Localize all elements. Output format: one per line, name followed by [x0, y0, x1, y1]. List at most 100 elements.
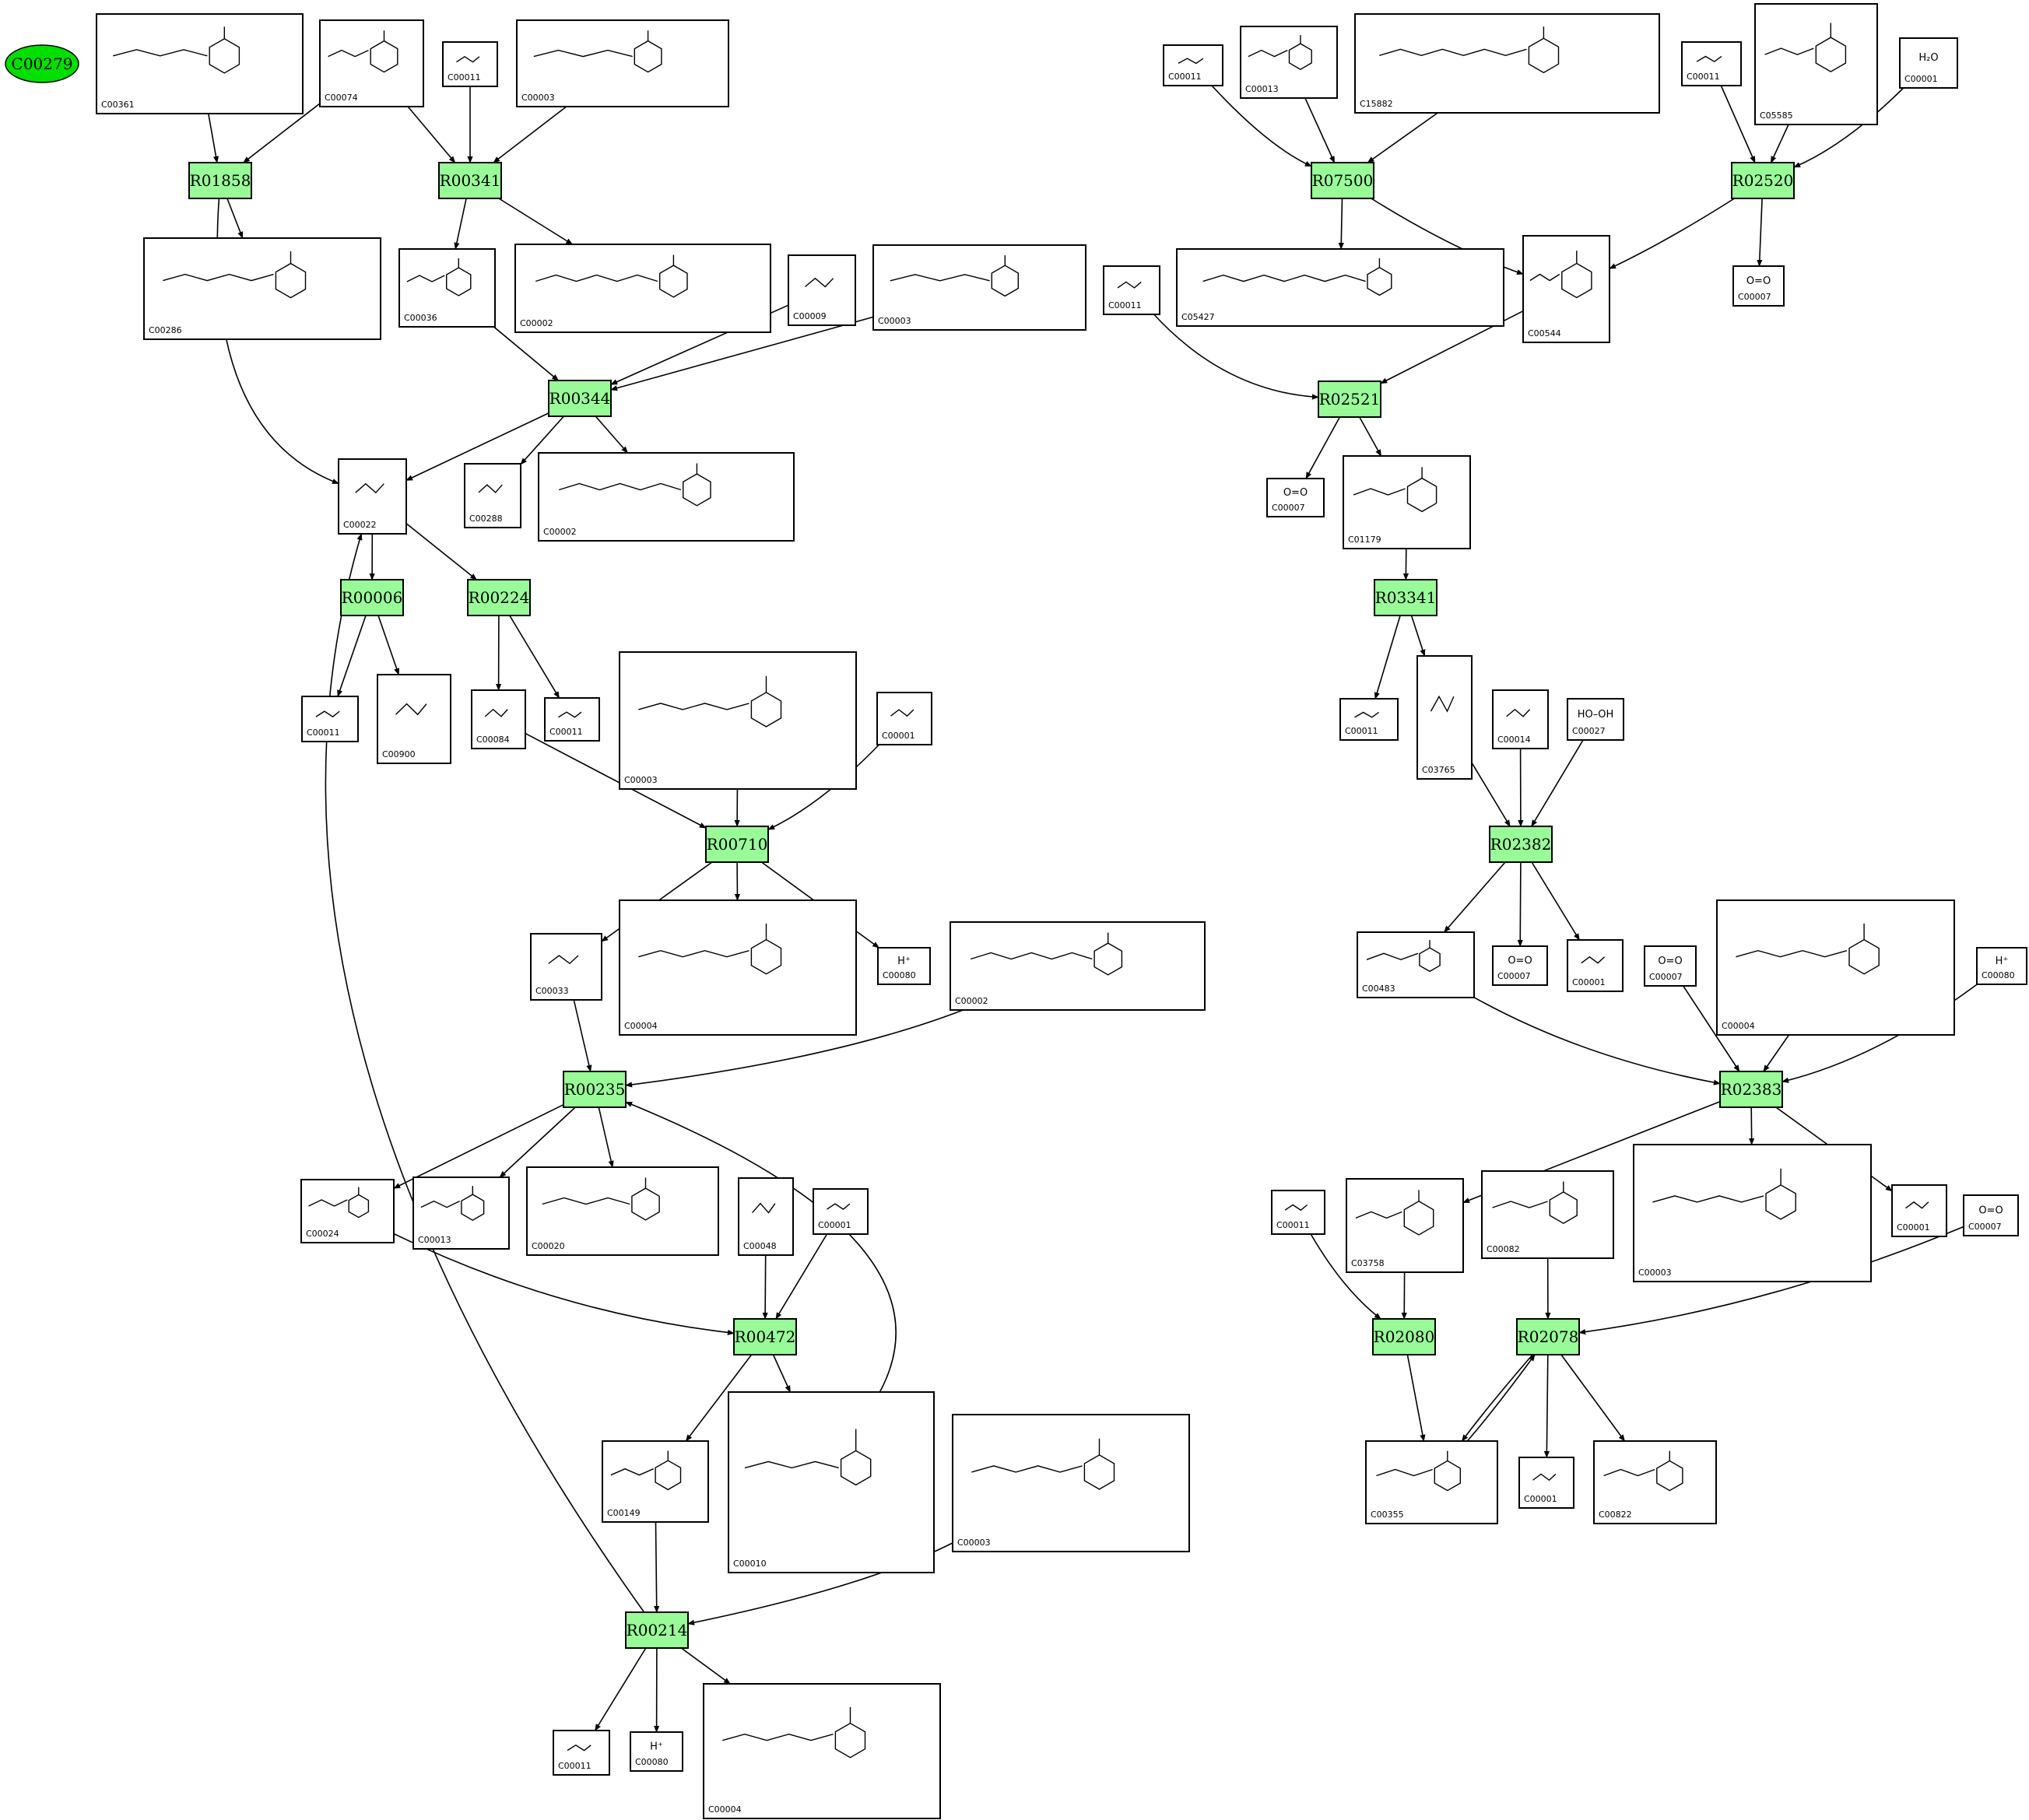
- edge-c011i-to-R02080: [1310, 1233, 1381, 1320]
- compound-id-label: C03765: [1422, 765, 1455, 775]
- edge-R03341-to-c3765: [1410, 615, 1426, 657]
- compound-node-c00003[interactable]: C00003: [619, 651, 857, 790]
- compound-node-c00033[interactable]: C00033: [530, 933, 602, 1001]
- molecule-structure: [751, 1202, 776, 1214]
- compound-box: [338, 458, 407, 535]
- compound-node-c00011[interactable]: C00011: [544, 697, 600, 742]
- compound-node-c00288[interactable]: C00288: [464, 463, 521, 528]
- reaction-node-r02382[interactable]: R02382: [1489, 826, 1553, 863]
- reaction-node-r02078[interactable]: R02078: [1516, 1318, 1580, 1355]
- reaction-node-r03341[interactable]: R03341: [1374, 579, 1438, 616]
- reaction-label: R00224: [469, 588, 530, 607]
- reaction-node-r00224[interactable]: R00224: [467, 579, 531, 616]
- compound-node-c00004[interactable]: C00004: [1716, 899, 1955, 1036]
- compound-node-c00003[interactable]: C00003: [952, 1414, 1190, 1552]
- compound-node-c00001[interactable]: C00001: [1518, 1457, 1574, 1509]
- reaction-node-r02080[interactable]: R02080: [1372, 1318, 1436, 1355]
- reaction-node-r00006[interactable]: R00006: [340, 579, 404, 616]
- compound-node-c00004[interactable]: C00004: [619, 899, 857, 1036]
- compound-node-c00011[interactable]: C00011: [442, 41, 498, 87]
- compound-node-c00010[interactable]: C00010: [728, 1391, 935, 1573]
- reaction-node-r01858[interactable]: R01858: [188, 162, 252, 199]
- edge-c483-to-R02383: [1473, 997, 1721, 1085]
- compound-node-c00024[interactable]: C00024: [300, 1179, 395, 1243]
- molecule-chain: [1492, 1201, 1548, 1208]
- compound-node-c00082[interactable]: C00082: [1481, 1170, 1614, 1259]
- compound-node-c05427[interactable]: C05427: [1176, 248, 1504, 327]
- compound-node-c00004[interactable]: C00004: [703, 1683, 941, 1819]
- compound-node-c00003[interactable]: C00003: [516, 19, 729, 107]
- compound-node-c00900[interactable]: C00900: [377, 674, 451, 764]
- compound-node-c00011[interactable]: C00011: [1163, 44, 1223, 86]
- compound-node-c00355[interactable]: C00355: [1365, 1440, 1498, 1524]
- compound-node-c00080[interactable]: H⁺C00080: [877, 947, 931, 985]
- compound-node-c03765[interactable]: C03765: [1416, 655, 1473, 780]
- compound-node-c00080[interactable]: H⁺C00080: [1976, 947, 2027, 985]
- compound-node-c00001[interactable]: C00001: [1891, 1184, 1947, 1237]
- compound-node-c00011[interactable]: C00011: [1271, 1190, 1325, 1235]
- compound-node-c00544[interactable]: C00544: [1522, 235, 1610, 343]
- compound-box: [377, 674, 451, 764]
- compound-node-c03758[interactable]: C03758: [1346, 1178, 1464, 1273]
- compound-node-c00011[interactable]: C00011: [1339, 698, 1399, 741]
- compound-node-c15882[interactable]: C15882: [1354, 13, 1660, 114]
- compound-box: [788, 254, 856, 326]
- reaction-node-r00344[interactable]: R00344: [548, 380, 612, 417]
- compound-node-c00080[interactable]: H⁺C00080: [630, 1731, 683, 1772]
- compound-id-label: C00544: [1528, 328, 1561, 338]
- compound-node-c00011[interactable]: C00011: [301, 696, 359, 742]
- compound-node-c00013[interactable]: C00013: [1240, 26, 1338, 99]
- compound-node-c00483[interactable]: C00483: [1357, 931, 1475, 998]
- reaction-node-r07500[interactable]: R07500: [1311, 162, 1374, 199]
- molecule-ring: [1656, 1460, 1683, 1492]
- compound-id-label: C00002: [955, 996, 988, 1006]
- compound-box: [526, 1166, 719, 1256]
- compound-node-c00013[interactable]: C00013: [412, 1177, 510, 1250]
- compound-node-c00074[interactable]: C00074: [319, 19, 424, 107]
- compound-node-c00003[interactable]: C00003: [872, 244, 1086, 331]
- compound-node-c00002[interactable]: C00002: [538, 452, 795, 542]
- compound-node-c00001[interactable]: C00001: [876, 692, 932, 745]
- compound-node-c00003[interactable]: C00003: [1633, 1144, 1872, 1282]
- compound-node-c00011[interactable]: C00011: [1103, 265, 1160, 315]
- compound-node-c00361[interactable]: C00361: [96, 13, 304, 114]
- compound-node-c00001[interactable]: C00001: [1567, 939, 1624, 992]
- reaction-node-r02520[interactable]: R02520: [1731, 162, 1795, 199]
- reaction-node-r00341[interactable]: R00341: [438, 162, 502, 199]
- compound-node-c00014[interactable]: C00014: [1492, 689, 1549, 749]
- reaction-node-r02383[interactable]: R02383: [1719, 1071, 1783, 1108]
- compound-node-c00001[interactable]: C00001: [813, 1188, 869, 1235]
- reaction-node-r02521[interactable]: R02521: [1318, 380, 1381, 418]
- reaction-node-r00235[interactable]: R00235: [563, 1071, 627, 1108]
- compound-node-c05585[interactable]: C05585: [1754, 3, 1878, 125]
- compound-node-c00084[interactable]: C00084: [471, 689, 526, 749]
- compound-node-c00002[interactable]: C00002: [514, 244, 771, 333]
- compound-node-c00048[interactable]: C00048: [738, 1177, 794, 1256]
- compound-node-c00002[interactable]: C00002: [950, 921, 1206, 1011]
- compound-node-c00036[interactable]: C00036: [398, 248, 496, 328]
- reaction-node-r00472[interactable]: R00472: [733, 1318, 797, 1355]
- compound-node-c00286[interactable]: C00286: [143, 237, 381, 340]
- root-compound-node[interactable]: C00279: [5, 44, 79, 83]
- reaction-node-r00214[interactable]: R00214: [625, 1611, 689, 1649]
- compound-node-c01179[interactable]: C01179: [1343, 455, 1471, 549]
- compound-node-c00149[interactable]: C00149: [602, 1440, 709, 1523]
- compound-node-c00022[interactable]: C00022: [338, 458, 407, 535]
- reaction-node-r00710[interactable]: R00710: [705, 826, 769, 863]
- molecule-structure: [805, 277, 834, 288]
- compound-id-label: C00003: [878, 316, 911, 326]
- compound-node-c00011[interactable]: C00011: [1681, 41, 1742, 86]
- compound-id-label: C00361: [101, 100, 135, 110]
- compound-node-c00020[interactable]: C00020: [526, 1166, 719, 1256]
- compound-node-c00822[interactable]: C00822: [1593, 1440, 1717, 1524]
- compound-box: [301, 696, 359, 742]
- compound-node-c00009[interactable]: C00009: [788, 254, 856, 326]
- compound-node-c00011[interactable]: C00011: [553, 1730, 610, 1776]
